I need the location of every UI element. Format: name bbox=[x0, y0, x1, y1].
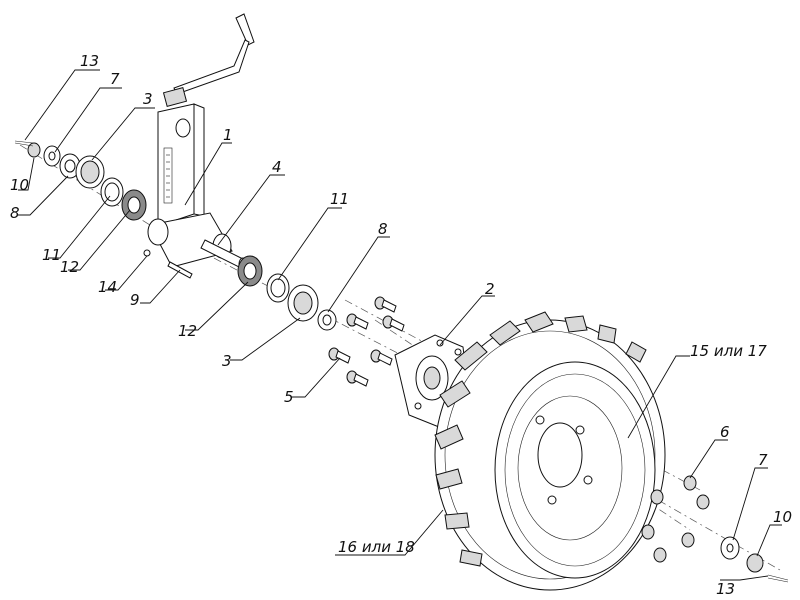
bolt bbox=[374, 296, 397, 313]
callout-11-left: 11 bbox=[42, 246, 61, 264]
callout-2: 2 bbox=[485, 280, 495, 298]
callout-1: 1 bbox=[223, 126, 233, 144]
tube-scale bbox=[166, 154, 170, 198]
callout-13-right: 13 bbox=[716, 580, 735, 598]
nut-part-10-right bbox=[746, 553, 764, 573]
callout-5: 5 bbox=[284, 388, 294, 406]
callout-16-or-18: 16 или 18 bbox=[338, 538, 415, 556]
grease-nipple-part-14 bbox=[143, 249, 151, 257]
callout-6: 6 bbox=[720, 423, 730, 441]
bolt bbox=[346, 370, 369, 387]
cotter-pin-part-13-left bbox=[14, 140, 34, 147]
bolt bbox=[370, 349, 393, 366]
bolt bbox=[382, 315, 405, 332]
right-hardware-stack bbox=[237, 255, 337, 331]
callout-9: 9 bbox=[130, 291, 140, 309]
callout-14: 14 bbox=[98, 278, 117, 296]
callout-12-left: 12 bbox=[60, 258, 79, 276]
bolt bbox=[328, 347, 351, 364]
callout-8-left: 8 bbox=[10, 204, 20, 222]
wheel bbox=[434, 311, 666, 591]
callout-10-right: 10 bbox=[773, 508, 792, 526]
right-end-hardware bbox=[720, 536, 789, 583]
leader-lines bbox=[18, 69, 782, 581]
bolt bbox=[346, 313, 369, 330]
callout-labels: 13 7 3 1 10 8 4 11 8 11 12 14 9 2 12 3 1… bbox=[10, 52, 792, 598]
callout-3-right: 3 bbox=[222, 352, 232, 370]
callout-12-right: 12 bbox=[178, 322, 197, 340]
left-hardware-stack bbox=[14, 140, 147, 221]
jack-post-assembly bbox=[147, 13, 255, 268]
callout-10-left: 10 bbox=[10, 176, 29, 194]
tyre-tread bbox=[434, 311, 647, 567]
callout-15-or-17: 15 или 17 bbox=[690, 342, 767, 360]
callout-8-right: 8 bbox=[378, 220, 388, 238]
callout-7-right: 7 bbox=[758, 451, 768, 469]
nuts-part-6 bbox=[641, 475, 710, 563]
callout-11-right: 11 bbox=[330, 190, 349, 208]
bolts-part-5 bbox=[328, 296, 405, 387]
cotter-pin-part-13-right bbox=[767, 574, 789, 583]
nut-part-10-left bbox=[27, 142, 41, 158]
callout-4: 4 bbox=[272, 158, 282, 176]
callout-13-left: 13 bbox=[80, 52, 99, 70]
callout-7-left: 7 bbox=[110, 70, 120, 88]
callout-3-left: 3 bbox=[143, 90, 153, 108]
